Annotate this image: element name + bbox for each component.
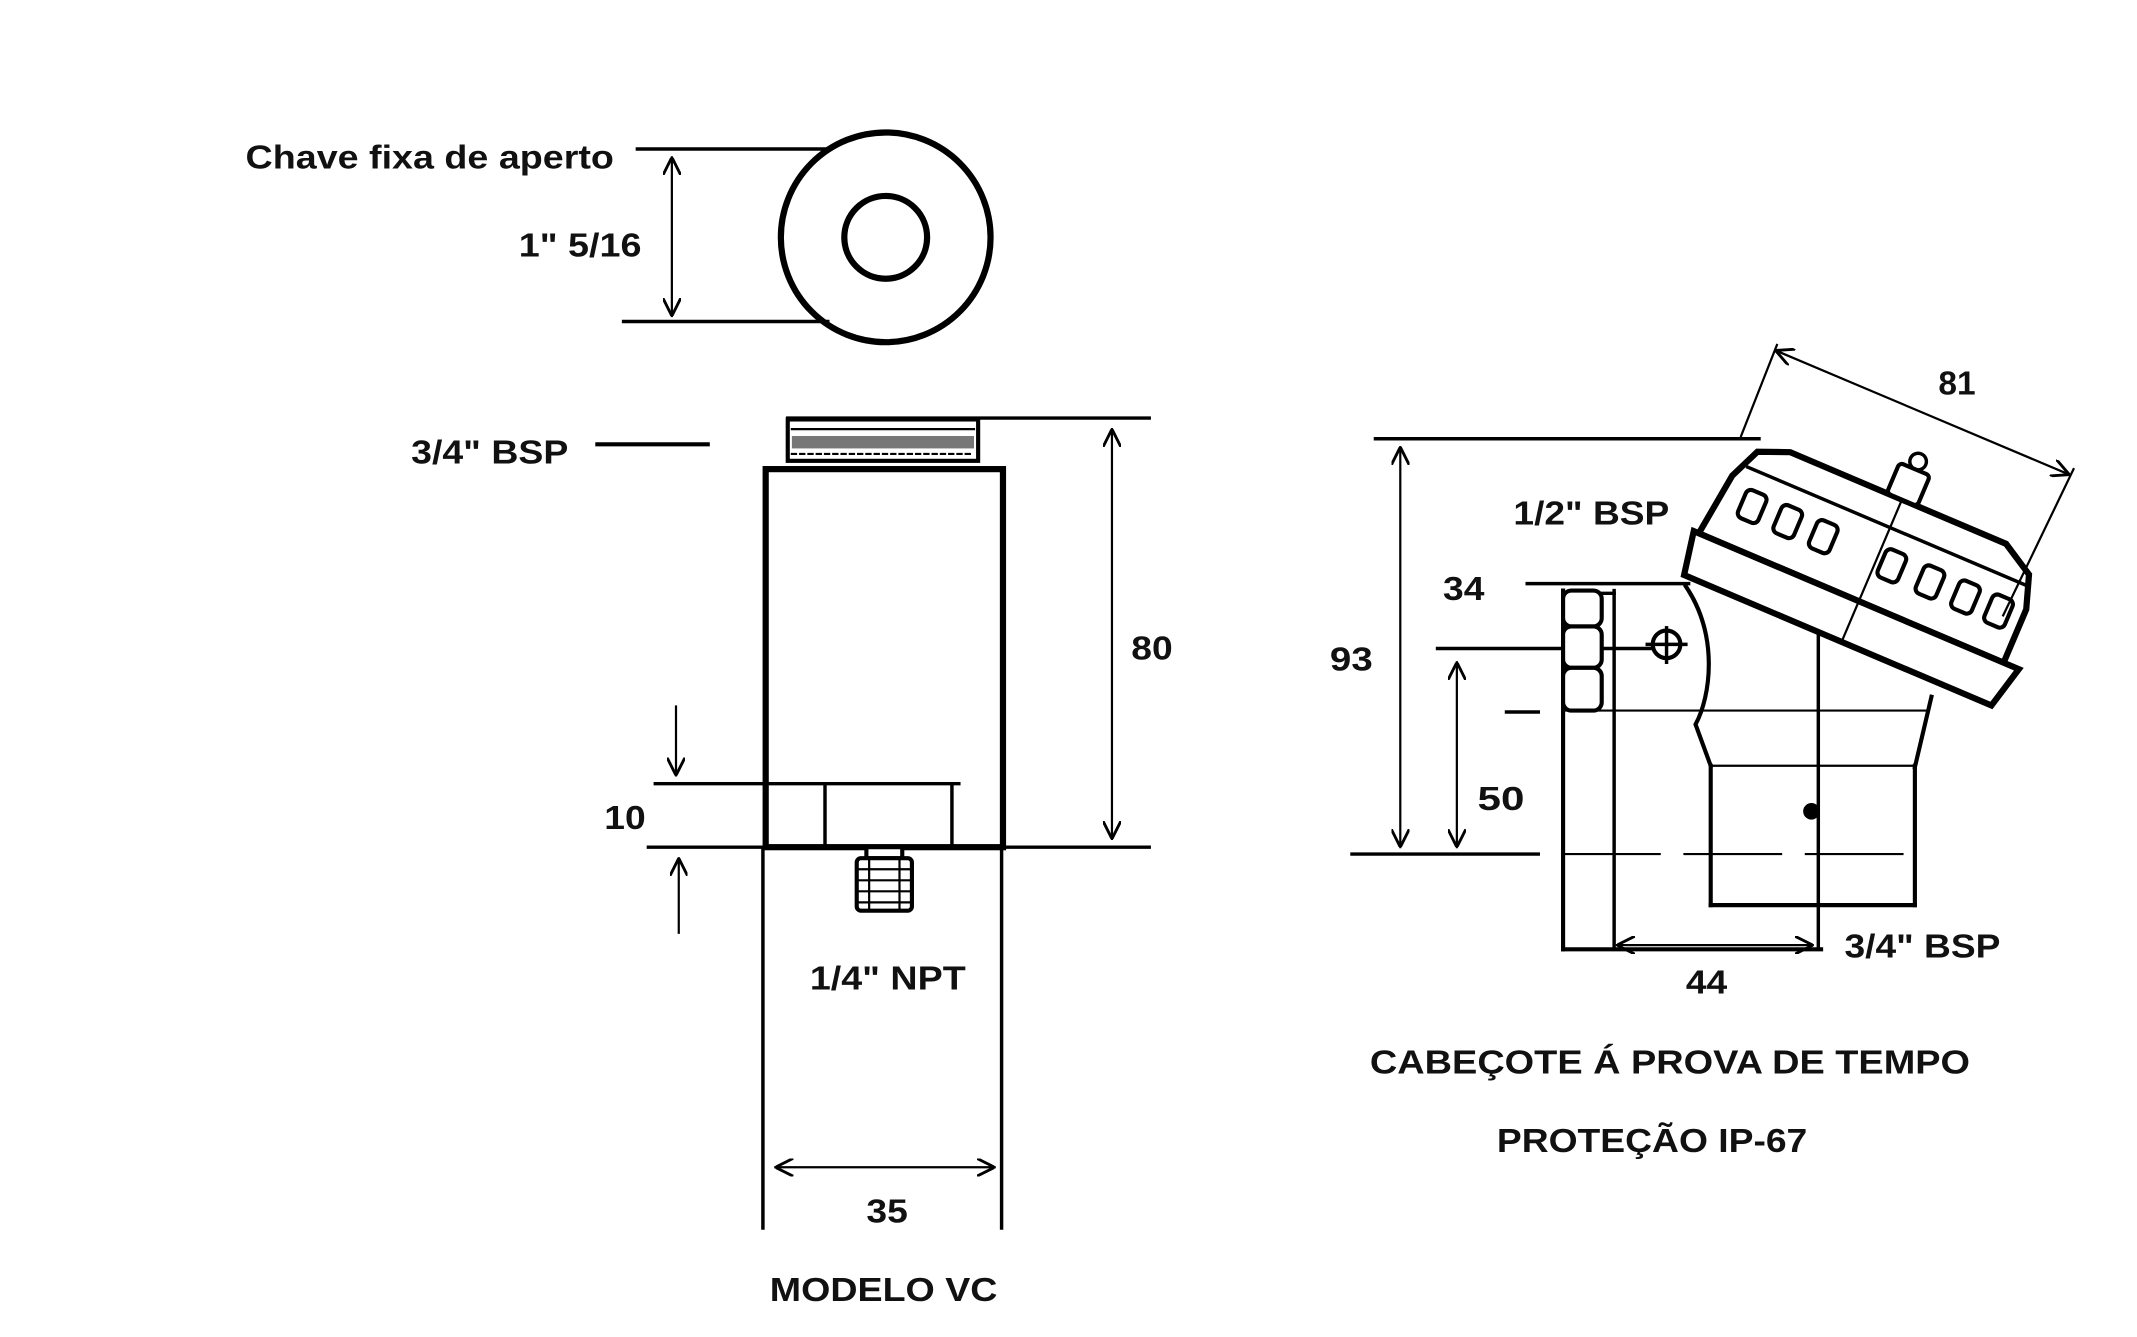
threaded-cap <box>785 417 981 463</box>
head-rib <box>1771 502 1805 541</box>
head-lid-edge-line <box>1745 464 2027 587</box>
axis-fitting <box>1803 803 1820 820</box>
head-rib <box>1735 487 1769 526</box>
wrench-label: Chave fixa de aperto <box>246 139 614 176</box>
fitting-thread-body <box>854 856 914 913</box>
cap-thread-band <box>791 436 974 449</box>
nut-inner-circle <box>841 192 931 282</box>
npt-fitting <box>854 845 914 913</box>
nut-segment <box>1561 665 1604 713</box>
weatherproof-head-drawing: 93 34 50 <box>1330 343 2076 1160</box>
cable-gland <box>1645 626 1688 665</box>
model-title: MODELO VC <box>770 1272 998 1309</box>
head-width-label: 81 <box>1938 366 1975 403</box>
head-rib <box>1982 592 2015 630</box>
head-width-extension-right <box>2001 467 2076 617</box>
nut-outer-circle <box>777 129 994 346</box>
head-rib <box>1875 547 1909 585</box>
body-base-section <box>653 781 961 847</box>
wrench-nut-top-view <box>777 129 994 346</box>
head-title: CABEÇOTE Á PROVA DE TEMPO <box>1370 1043 1970 1081</box>
head-axis-line <box>1840 472 1915 644</box>
conduit-thread-label: 1/2" BSP <box>1513 495 1669 532</box>
dim-50-label: 50 <box>1478 781 1525 818</box>
dim-44-label: 44 <box>1686 964 1728 1001</box>
wrench-size-label: 1" 5/16 <box>519 228 642 265</box>
conduit-nut <box>1561 588 1616 713</box>
head-rib <box>1949 578 1982 616</box>
housing-neck-curve <box>1682 583 1714 769</box>
head-width-extension-left <box>1739 343 1779 438</box>
housing-right-edge <box>1912 694 1934 770</box>
dim-34-label: 34 <box>1443 571 1485 608</box>
width-label: 35 <box>866 1193 907 1230</box>
nut-segment <box>1561 588 1604 629</box>
bottom-thread-label: 1/4" NPT <box>810 960 966 997</box>
housing-body <box>1561 583 1934 952</box>
process-thread-label: 3/4" BSP <box>1845 929 2001 966</box>
base-height-label: 10 <box>604 800 645 837</box>
head-width-dimension-arrow <box>1776 350 2070 474</box>
sensor-body <box>762 466 1007 851</box>
tilted-head <box>1680 448 2033 710</box>
total-height-label: 93 <box>1330 642 1373 679</box>
protection-label: PROTEÇÃO IP-67 <box>1497 1122 1807 1160</box>
head-rib <box>1913 563 1947 601</box>
nut-segment <box>1561 624 1604 670</box>
top-thread-label: 3/4" BSP <box>411 435 568 472</box>
model-vc-drawing: Chave fixa de aperto 1" 5/16 3/4" BSP 80… <box>246 129 1173 1309</box>
height-label: 80 <box>1131 631 1172 668</box>
head-rib <box>1806 518 1840 556</box>
